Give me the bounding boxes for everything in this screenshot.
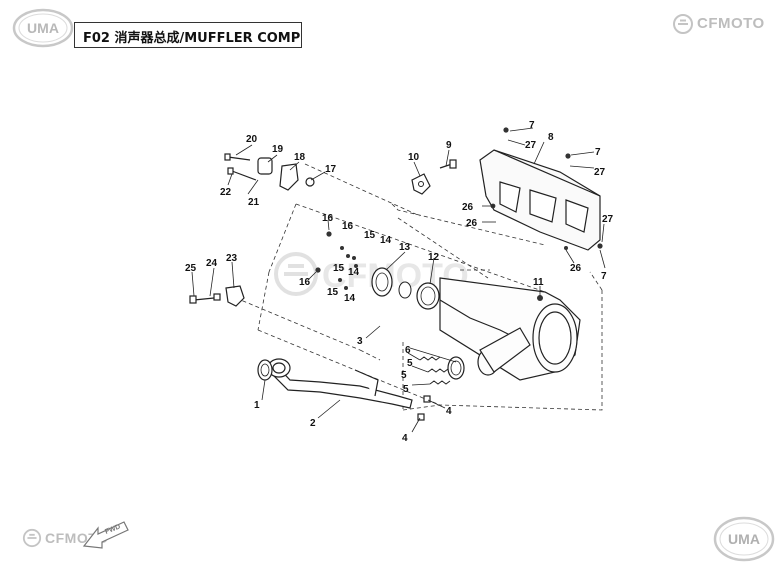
callout-15c: 15 bbox=[327, 287, 339, 298]
callout-27b: 27 bbox=[594, 167, 606, 178]
callout-10: 10 bbox=[408, 152, 420, 163]
fwd-arrow-icon: FWD bbox=[82, 521, 129, 549]
bracket-10 bbox=[411, 173, 431, 195]
callout-3: 3 bbox=[357, 336, 363, 347]
gasket-1 bbox=[257, 359, 273, 381]
callout-14b: 14 bbox=[348, 267, 360, 278]
uma-footer-text: UMA bbox=[728, 531, 760, 547]
callout-1: 1 bbox=[254, 400, 260, 411]
callout-4b: 4 bbox=[402, 433, 408, 444]
callout-14a: 14 bbox=[380, 235, 392, 246]
exhaust-pipe bbox=[267, 358, 413, 409]
clamp-12 bbox=[416, 282, 440, 310]
gasket-13 bbox=[371, 267, 393, 297]
callout-16a: 16 bbox=[322, 213, 334, 224]
callout-11: 11 bbox=[533, 277, 544, 288]
bolt-4 bbox=[417, 395, 431, 421]
callout-26a: 26 bbox=[462, 202, 474, 213]
title-box: F02 消声器总成/MUFFLER COMP bbox=[74, 22, 302, 48]
callout-23: 23 bbox=[226, 253, 238, 264]
callout-5b: 5 bbox=[401, 370, 407, 381]
callout-9: 9 bbox=[446, 140, 452, 151]
bolt-9 bbox=[439, 159, 457, 169]
callout-17: 17 bbox=[325, 164, 337, 175]
uma-logo-text: UMA bbox=[27, 20, 59, 36]
callout-14c: 14 bbox=[344, 293, 356, 304]
callout-15b: 15 bbox=[333, 263, 345, 274]
callout-16b: 16 bbox=[342, 221, 354, 232]
callout-2: 2 bbox=[310, 418, 316, 429]
callout-12: 12 bbox=[428, 252, 440, 263]
bracket-cluster-left bbox=[189, 285, 245, 307]
gasket-6 bbox=[447, 356, 465, 380]
uma-logo: UMA bbox=[12, 8, 74, 48]
mount-cluster bbox=[224, 153, 315, 191]
callout-24: 24 bbox=[206, 258, 218, 269]
callout-6: 6 bbox=[405, 345, 411, 356]
callout-18: 18 bbox=[294, 152, 306, 163]
callout-5c: 5 bbox=[403, 384, 409, 395]
callouts: 1 2 3 4 4 5 5 5 6 7 7 7 8 9 10 11 12 13 … bbox=[185, 120, 614, 444]
callout-8: 8 bbox=[548, 132, 554, 143]
callout-13: 13 bbox=[399, 242, 411, 253]
springs bbox=[419, 356, 451, 385]
small-hardware bbox=[315, 127, 603, 301]
brand-name: CFMOTO bbox=[697, 15, 765, 32]
callout-7b: 7 bbox=[595, 147, 601, 158]
callout-15a: 15 bbox=[364, 230, 376, 241]
callout-20: 20 bbox=[246, 134, 258, 145]
callout-5a: 5 bbox=[407, 358, 413, 369]
callout-16c: 16 bbox=[299, 277, 311, 288]
callout-21: 21 bbox=[248, 197, 260, 208]
callout-7c: 7 bbox=[601, 271, 607, 282]
cfmoto-logo-icon bbox=[673, 14, 693, 34]
callout-4a: 4 bbox=[446, 406, 452, 417]
callout-25: 25 bbox=[185, 263, 197, 274]
cfmoto-logo-icon bbox=[22, 528, 42, 548]
callout-27a: 27 bbox=[525, 140, 537, 151]
page-title: F02 消声器总成/MUFFLER COMP bbox=[83, 31, 301, 46]
leader-lines bbox=[191, 127, 606, 433]
heat-shield bbox=[479, 149, 601, 251]
callout-22: 22 bbox=[220, 187, 232, 198]
callout-19: 19 bbox=[272, 144, 284, 155]
uma-logo-footer: UMA bbox=[713, 516, 775, 562]
callout-26c: 26 bbox=[570, 263, 582, 274]
callout-27c: 27 bbox=[602, 214, 614, 225]
muffler-body bbox=[439, 277, 581, 381]
callout-7a: 7 bbox=[529, 120, 535, 131]
watermark: CFMOTO bbox=[274, 252, 469, 296]
callout-26b: 26 bbox=[466, 218, 478, 229]
